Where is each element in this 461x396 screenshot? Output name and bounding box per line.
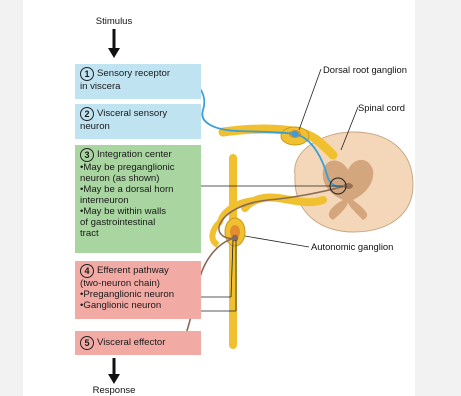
response-arrow-head: [108, 374, 120, 384]
box-line: Integration center: [97, 149, 172, 160]
box-line: (two-neuron chain): [80, 278, 196, 289]
box-line: tract: [80, 228, 196, 239]
step-number: 3: [80, 148, 94, 162]
spinal-cord-shape: [295, 132, 413, 232]
box-line: in viscera: [80, 81, 196, 92]
box-line: neuron: [80, 121, 196, 132]
step-number: 5: [80, 336, 94, 350]
spinal-cord-label: Spinal cord: [358, 102, 405, 113]
box-line: •Ganglionic neuron: [80, 300, 196, 311]
box-line: •May be a dorsal horn: [80, 184, 196, 195]
box-line: Efferent pathway: [97, 265, 169, 276]
box-line: •May be preganglionic: [80, 162, 196, 173]
dorsal-root-ganglion-label: Dorsal root ganglion: [323, 64, 407, 75]
response-label: Response: [54, 385, 174, 396]
box-line: interneuron: [80, 195, 196, 206]
box-line: •May be within walls: [80, 206, 196, 217]
autonomic-ganglion-label: Autonomic ganglion: [311, 241, 393, 252]
box-line: of gastrointestinal: [80, 217, 196, 228]
step-number: 4: [80, 264, 94, 278]
box-line: Visceral sensory: [97, 108, 167, 119]
stimulus-label: Stimulus: [54, 16, 174, 27]
box-line: neuron (as shown): [80, 173, 196, 184]
step-number: 2: [80, 107, 94, 121]
box-line: •Preganglionic neuron: [80, 289, 196, 300]
box-line: Sensory receptor: [97, 68, 170, 79]
step-number: 1: [80, 67, 94, 81]
stimulus-arrow-head: [108, 48, 120, 58]
box-line: Visceral effector: [97, 337, 165, 348]
